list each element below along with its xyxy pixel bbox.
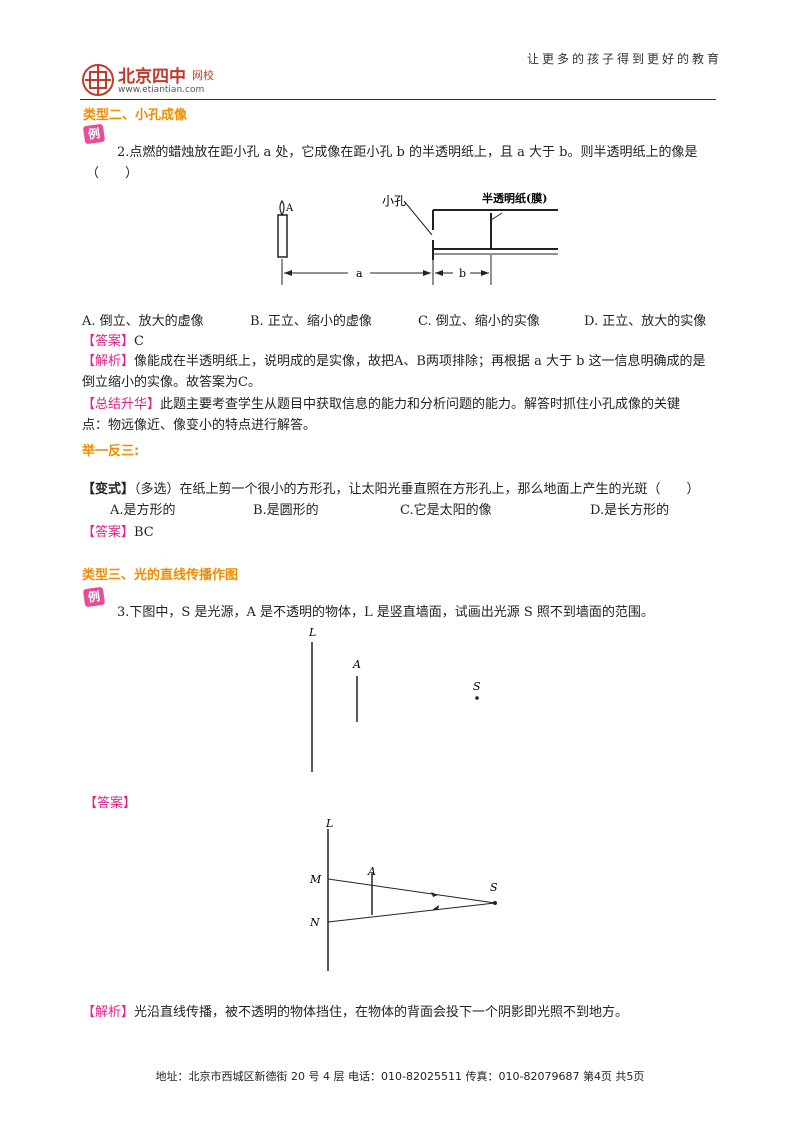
variant-option-d: D.是长方形的: [590, 503, 670, 518]
arrow-bottom: [432, 905, 439, 910]
header-rule: [80, 99, 716, 100]
label-S-answer: S: [490, 881, 498, 894]
question-3: 3.下图中，S 是光源，A 是不透明的物体，L 是竖直墙面，试画出光源 S 照不…: [117, 605, 654, 620]
extend-title: 举一反三:: [82, 444, 140, 459]
label-M: M: [309, 873, 322, 886]
answer-3-tag: 【答案】: [84, 796, 137, 811]
example-badge: 例: [82, 123, 106, 145]
analysis-text: 像能成在半透明纸上，说明成的是实像，故把A、B两项排除；再根据 a 大于 b 这…: [134, 354, 706, 369]
light-source-S-answer: [493, 901, 497, 905]
analysis-3-tag: 【解析】: [82, 1005, 135, 1020]
variant-answer: 【答案】BC: [82, 523, 154, 543]
candle-label: A: [285, 203, 294, 214]
label-L-answer: L: [325, 817, 333, 830]
question-2-line1: 2.点燃的蜡烛放在距小孔 a 处，它成像在距小孔 b 的半透明纸上，且 a 大于…: [117, 145, 698, 160]
label-A-answer: A: [367, 865, 376, 878]
pinhole-box: [432, 209, 558, 260]
candle: [277, 199, 288, 258]
analysis-3: 【解析】光沿直线传播，被不透明的物体挡住，在物体的背面会投下一个阴影即光照不到地…: [82, 1003, 628, 1023]
variant-option-c: C.它是太阳的像: [400, 503, 492, 518]
logo: 北京四中 网校 www.etiantian.com: [80, 60, 260, 102]
logo-emblem-icon: [82, 64, 114, 96]
variant-tag: 【变式】: [82, 482, 135, 497]
summary-line2: 点：物远像近、像变小的特点进行解答。: [82, 418, 317, 433]
variant-option-b: B.是圆形的: [253, 503, 319, 518]
answer-value: C: [134, 334, 144, 349]
arrow-top: [431, 892, 438, 897]
analysis-tag: 【解析】: [82, 354, 135, 369]
light-source-S: [475, 696, 479, 700]
shadow-answer-figure: L M N A S: [309, 817, 498, 971]
section2-title: 类型二、小孔成像: [83, 108, 188, 123]
example-badge-3: 例: [82, 586, 106, 608]
ray-top: [327, 878, 496, 904]
b-label: b: [459, 267, 466, 280]
ray-bottom: [327, 902, 496, 923]
logo-text: 北京四中: [118, 67, 186, 87]
section3-title: 类型三、光的直线传播作图: [82, 568, 239, 583]
screen-label: 半透明纸(膜): [482, 191, 547, 205]
variant-option-a: A.是方形的: [110, 503, 176, 518]
summary-tag: 【总结升华】: [82, 397, 161, 412]
hole-label: 小孔: [382, 194, 406, 208]
logo-sub: 网校: [192, 69, 214, 82]
option-a: A. 倒立、放大的虚像: [82, 314, 204, 329]
label-N: N: [309, 916, 320, 929]
variant-answer-value: BC: [134, 525, 154, 540]
hole-leader: [403, 200, 433, 236]
variant-question: 【变式】（多选）在纸上剪一个很小的方形孔，让太阳光垂直照在方形孔上，那么地面上产…: [82, 480, 700, 500]
label-L: L: [308, 626, 316, 639]
answer-tag: 【答案】: [82, 334, 135, 349]
label-A: A: [352, 658, 361, 671]
analysis-2-line2: 倒立缩小的实像。故答案为C。: [82, 375, 261, 390]
analysis-2-line1: 【解析】像能成在半透明纸上，说明成的是实像，故把A、B两项排除；再根据 a 大于…: [82, 352, 706, 372]
footer: 地址：北京市西城区新德街 20 号 4 层 电话：010-82025511 传真…: [155, 1070, 645, 1083]
logo-url: www.etiantian.com: [118, 85, 205, 95]
analysis-3-text: 光沿直线传播，被不透明的物体挡住，在物体的背面会投下一个阴影即光照不到地方。: [134, 1005, 629, 1020]
question-2-line2: （ ）: [86, 166, 139, 181]
dimension-lines: [281, 255, 492, 285]
variant-answer-tag: 【答案】: [82, 525, 135, 540]
header-slogan: 让更多的孩子得到更好的教育: [526, 52, 722, 66]
summary-text: 此题主要考查学生从题目中获取信息的能力和分析问题的能力。解答时抓住小孔成像的关键: [160, 397, 681, 412]
pinhole-figure: A 小孔 半透明纸(膜) a b: [277, 191, 558, 285]
answer-2: 【答案】C: [82, 332, 144, 352]
shadow-figure: L A S: [308, 626, 481, 772]
option-c: C. 倒立、缩小的实像: [418, 314, 540, 329]
a-label: a: [356, 267, 363, 280]
option-b: B. 正立、缩小的虚像: [250, 314, 372, 329]
summary-line1: 【总结升华】此题主要考查学生从题目中获取信息的能力和分析问题的能力。解答时抓住小…: [82, 395, 680, 415]
label-S: S: [473, 680, 481, 693]
option-d: D. 正立、放大的实像: [584, 314, 707, 329]
variant-text: （多选）在纸上剪一个很小的方形孔，让太阳光垂直照在方形孔上，那么地面上产生的光斑…: [134, 482, 700, 497]
